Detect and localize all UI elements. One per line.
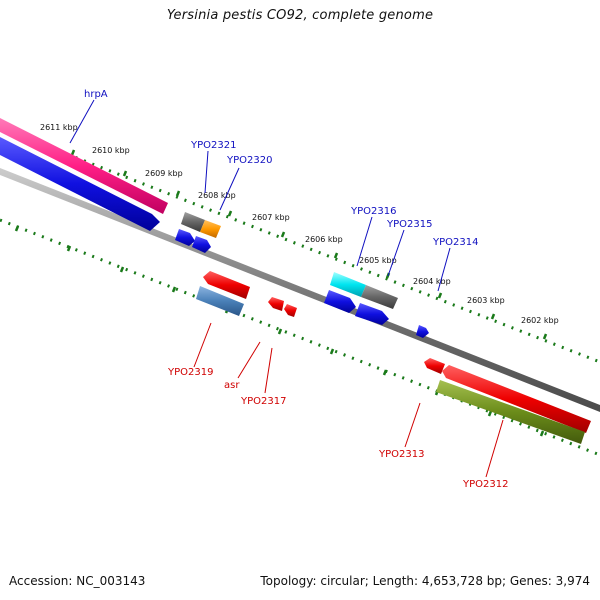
gene-YPO2313[interactable] — [442, 365, 591, 433]
gene-red-reverse-1[interactable] — [203, 271, 250, 299]
gene-YPO2315[interactable] — [361, 285, 398, 309]
accession-text: Accession: NC_003143 — [9, 574, 146, 588]
label-YPO2313: YPO2313 — [378, 449, 424, 460]
label-YPO2315: YPO2315 — [386, 219, 432, 230]
gene-blue-forward-3[interactable] — [355, 303, 389, 325]
genome-summary-text: Topology: circular; Length: 4,653,728 bp… — [260, 574, 590, 588]
tick-label: 2602 kbp — [521, 316, 559, 325]
label-asr: asr — [224, 380, 240, 391]
leader-lines-bottom — [193, 322, 504, 478]
gene-YPO2314[interactable] — [416, 325, 429, 338]
gene-blue-small-1[interactable] — [175, 229, 195, 246]
label-hrpA: hrpA — [84, 89, 108, 100]
label-YPO2314: YPO2314 — [432, 237, 478, 248]
label-YPO2320: YPO2320 — [226, 155, 272, 166]
tick-label: 2608 kbp — [198, 191, 236, 200]
tick-track-lower — [0, 218, 600, 457]
gene-blue-forward-long[interactable] — [0, 137, 160, 231]
tick-label: 2605 kbp — [359, 256, 397, 265]
leader-lines-top — [69, 99, 451, 292]
label-YPO2317: YPO2317 — [240, 396, 286, 407]
tick-track-upper — [0, 126, 600, 364]
tick-label: 2604 kbp — [413, 277, 451, 286]
label-YPO2312: YPO2312 — [462, 479, 508, 490]
gene-red-small-right[interactable] — [424, 358, 445, 374]
gene-blue-forward-2[interactable] — [324, 290, 356, 313]
tick-label: 2607 kbp — [252, 213, 290, 222]
gene-YPO2317[interactable] — [284, 304, 297, 317]
label-YPO2316: YPO2316 — [350, 206, 396, 217]
genome-backbone — [0, 168, 600, 412]
gene-hrpA[interactable] — [0, 118, 168, 214]
gene-steelblue[interactable] — [196, 286, 244, 316]
map-title: Yersinia pestis CO92, complete genome — [166, 8, 434, 23]
kbp-labels: 2611 kbp 2610 kbp 2609 kbp 2608 kbp 2607… — [40, 123, 559, 325]
tick-label: 2610 kbp — [92, 146, 130, 155]
gene-YPO2312[interactable] — [436, 380, 585, 444]
gene-YPO2320[interactable] — [200, 220, 221, 238]
gene-blue-small-2[interactable] — [192, 236, 211, 253]
gene-YPO2321[interactable] — [181, 212, 205, 232]
tick-label: 2611 kbp — [40, 123, 78, 132]
label-YPO2321: YPO2321 — [190, 140, 236, 151]
label-YPO2319: YPO2319 — [167, 367, 213, 378]
tick-label: 2603 kbp — [467, 296, 505, 305]
tick-label: 2606 kbp — [305, 235, 343, 244]
tick-label: 2609 kbp — [145, 169, 183, 178]
gene-YPO2316[interactable] — [330, 272, 366, 297]
gene-asr[interactable] — [268, 297, 284, 311]
